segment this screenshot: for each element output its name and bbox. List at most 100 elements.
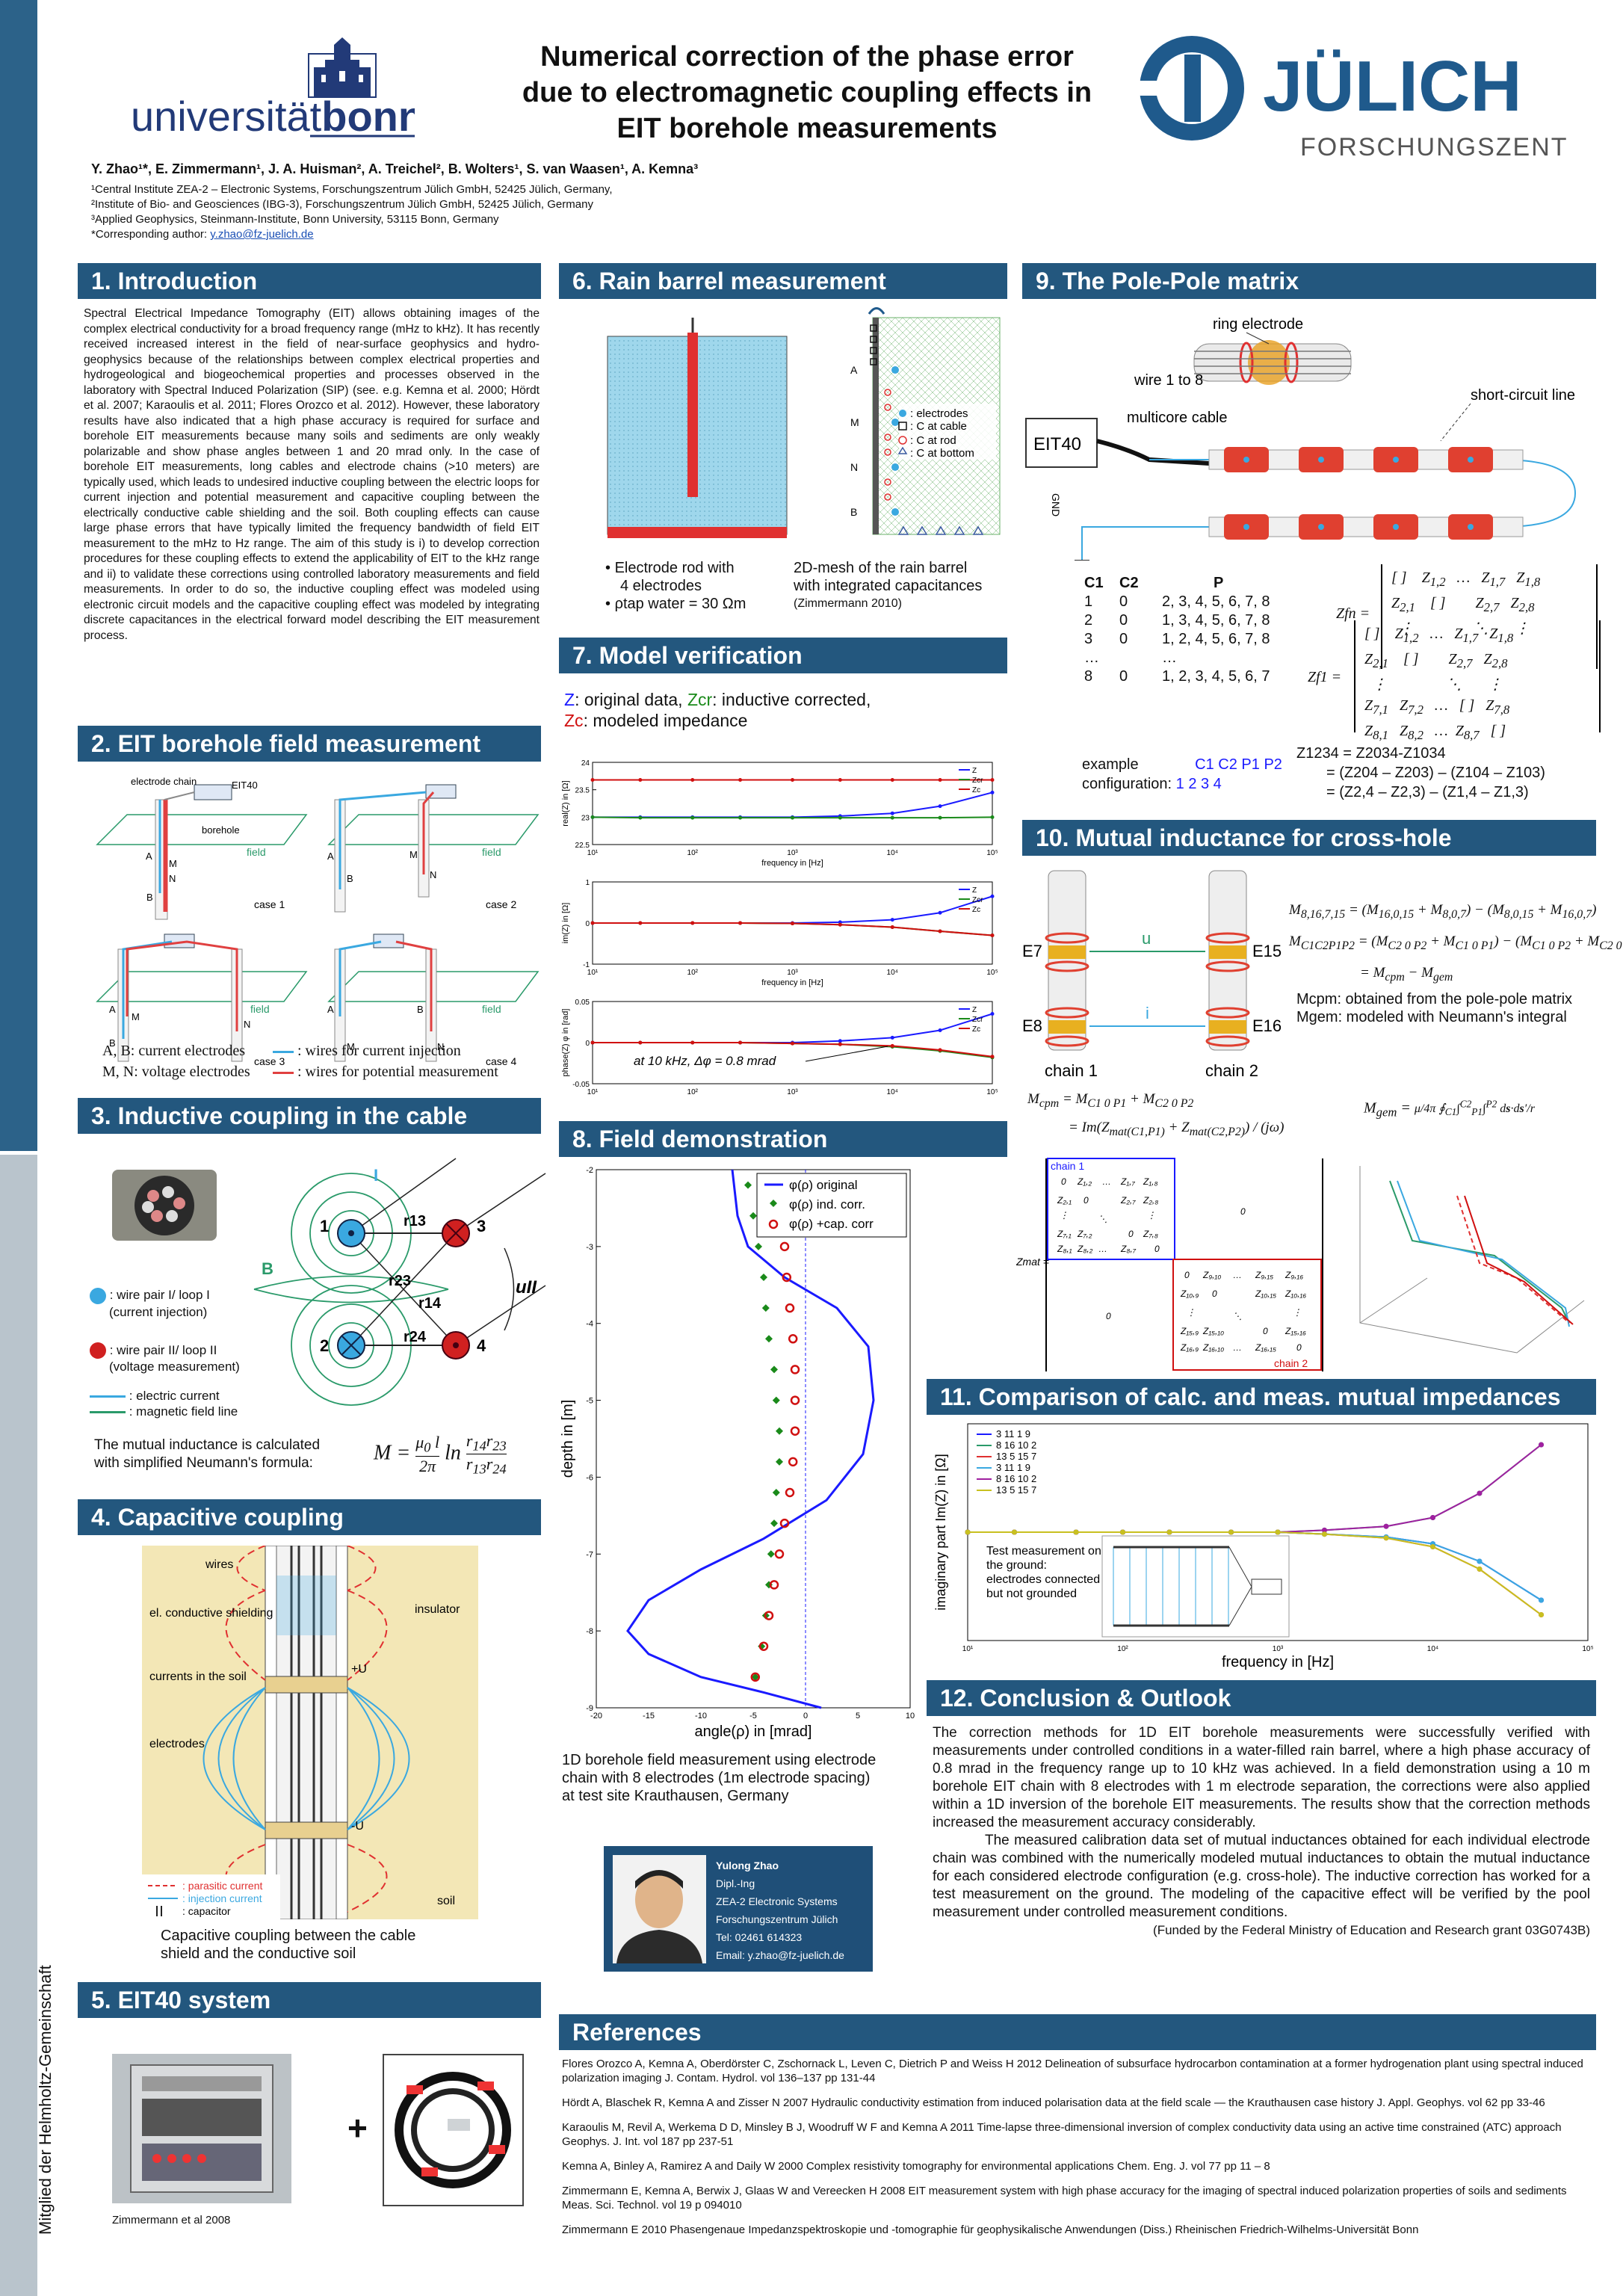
y-tick-label: -3 [586, 1243, 593, 1252]
svg-text:E8: E8 [1022, 1016, 1042, 1035]
ind-corr-point [772, 1489, 780, 1496]
y-tick-label: 0.05 [575, 999, 590, 1007]
y-tick-label: -7 [586, 1550, 593, 1559]
test-note: electrodes connected [986, 1573, 1100, 1586]
svg-text:⋮: ⋮ [1293, 1307, 1302, 1318]
svg-text:: C at rod: : C at rod [910, 434, 956, 447]
section-9-header: 9. The Pole-Pole matrix [1022, 263, 1596, 299]
inductive-coupling-diagram: 1 2 3 4 r13 r23 r14 r24 B I uII [239, 1151, 553, 1428]
data-point [690, 921, 695, 925]
data-point [990, 1012, 995, 1016]
svg-text:Z₇,₈: Z₇,₈ [1143, 1229, 1158, 1239]
cap-corr-point [779, 1518, 790, 1528]
cable-reel-icon [383, 2054, 524, 2206]
section-1-header: 1. Introduction [78, 263, 541, 299]
data-point [938, 1048, 942, 1052]
svg-text:field: field [250, 1003, 270, 1015]
reference-item: Flores Orozco A, Kemna A, Oberdörster C,… [562, 2058, 1583, 2084]
y-axis-label: real(Z) in [Ω] [561, 780, 570, 826]
svg-text:A: A [327, 1004, 334, 1015]
pole-pole-cable-diagram: ring electrode wire 1 to 8 multicore cab… [1022, 306, 1598, 561]
data-point [990, 933, 995, 937]
author-email[interactable]: Email: y.zhao@fz-juelich.de [716, 1949, 844, 1961]
x-axis-label: frequency in [Hz] [761, 1098, 823, 1099]
svg-text:el. conductive shielding: el. conductive shielding [149, 1607, 273, 1620]
ind-corr-point [760, 1274, 767, 1281]
legend-label: Z [972, 886, 977, 895]
ind-corr-point [755, 1242, 762, 1250]
cap-corr-point [785, 1487, 795, 1498]
data-point [838, 815, 842, 820]
legend-label: Zcr [972, 777, 983, 785]
svg-text:0: 0 [1240, 1206, 1246, 1217]
juelich-logo-icon: JÜLICH FORSCHUNGSZENTRUM [1128, 28, 1623, 170]
mcpm-equation: Mcpm = MC1 0 P1 + MC2 0 P2 = Im(Zmat(C1,… [1027, 1091, 1285, 1138]
x-tick-label: 10¹ [587, 1088, 599, 1096]
section-3-legend: : wire pair I/ loop I (current injection… [90, 1287, 240, 1419]
svg-text:Z₈,₁: Z₈,₁ [1057, 1244, 1072, 1254]
svg-text:Z₈,₂: Z₈,₂ [1077, 1244, 1093, 1254]
svg-text:⋮: ⋮ [1187, 1307, 1196, 1318]
svg-text:B: B [417, 1004, 424, 1015]
data-point [791, 815, 794, 820]
svg-text:A: A [109, 1004, 116, 1015]
annotation-box [630, 1054, 806, 1069]
x-tick-label: 10⁴ [887, 1088, 898, 1096]
svg-text:…: … [1098, 1244, 1107, 1254]
data-point [1120, 1529, 1125, 1535]
legend-label: Z [972, 767, 977, 775]
phase-annotation: at 10 kHz, Δφ = 0.8 mrad [634, 1054, 776, 1068]
svg-text:N: N [244, 1019, 250, 1030]
svg-text:u: u [1142, 929, 1151, 948]
svg-text:Z₁₆,₁₅: Z₁₆,₁₅ [1255, 1342, 1276, 1353]
data-point [738, 921, 743, 925]
y-tick-label: -6 [586, 1473, 593, 1482]
svg-text:A: A [146, 851, 152, 862]
x-tick-label: 10⁵ [986, 849, 998, 857]
svg-text:Z₂,₈: Z₂,₈ [1143, 1195, 1158, 1206]
data-point [938, 815, 942, 820]
data-point [965, 1529, 971, 1535]
ind-corr-point [776, 1457, 783, 1466]
svg-text:⋱: ⋱ [1098, 1214, 1107, 1224]
svg-text:-U: -U [351, 1820, 364, 1833]
conclusion-text: The correction methods for 1D EIT boreho… [933, 1725, 1590, 1937]
section-10-header: 10. Mutual inductance for cross-hole [1022, 820, 1596, 856]
svg-text:Z₈,₇: Z₈,₇ [1120, 1244, 1137, 1254]
data-point [890, 1043, 894, 1048]
data-point [1477, 1490, 1483, 1496]
ind-corr-point [770, 1519, 778, 1528]
y-tick-label: -1 [583, 961, 590, 969]
data-point [1228, 1529, 1234, 1535]
x-tick-label: 10² [687, 969, 699, 977]
cap-corr-point [785, 1303, 795, 1313]
x-tick-label: 10¹ [587, 849, 599, 857]
cap-corr-point [790, 1365, 800, 1374]
affiliations: ¹Central Institute ZEA-2 – Electronic Sy… [91, 183, 613, 241]
data-point [1011, 1529, 1017, 1535]
x-axis-label: angle(ρ) in [mrad] [695, 1723, 812, 1740]
ind-corr-point [761, 1304, 770, 1312]
data-point [1430, 1544, 1435, 1549]
data-point [1539, 1442, 1545, 1448]
svg-text:0: 0 [1212, 1289, 1217, 1299]
section-11-header: 11. Comparison of calc. and meas. mutual… [927, 1379, 1596, 1415]
cable-cross-section-icon [112, 1170, 217, 1241]
svg-text:⋮: ⋮ [1060, 1210, 1069, 1220]
svg-text:1: 1 [320, 1217, 329, 1235]
test-note: but not grounded [986, 1587, 1077, 1600]
rain-barrel-bullets: • Electrode rod with 4 electrodes • ρtap… [605, 560, 746, 612]
svg-text:I: I [374, 1166, 378, 1185]
legend-label: 8 16 10 2 [996, 1473, 1036, 1484]
reference-item: Zimmermann E 2010 Phasengenaue Impedanzs… [562, 2224, 1419, 2236]
svg-text:0: 0 [1263, 1326, 1268, 1336]
email-link[interactable]: y.zhao@fz-juelich.de [210, 228, 314, 241]
data-point [1166, 1529, 1172, 1535]
data-point [791, 1041, 794, 1046]
svg-text:0: 0 [1184, 1270, 1190, 1280]
data-point [1073, 1529, 1079, 1535]
svg-text:M: M [409, 849, 418, 860]
cap-corr-point [779, 1241, 790, 1252]
